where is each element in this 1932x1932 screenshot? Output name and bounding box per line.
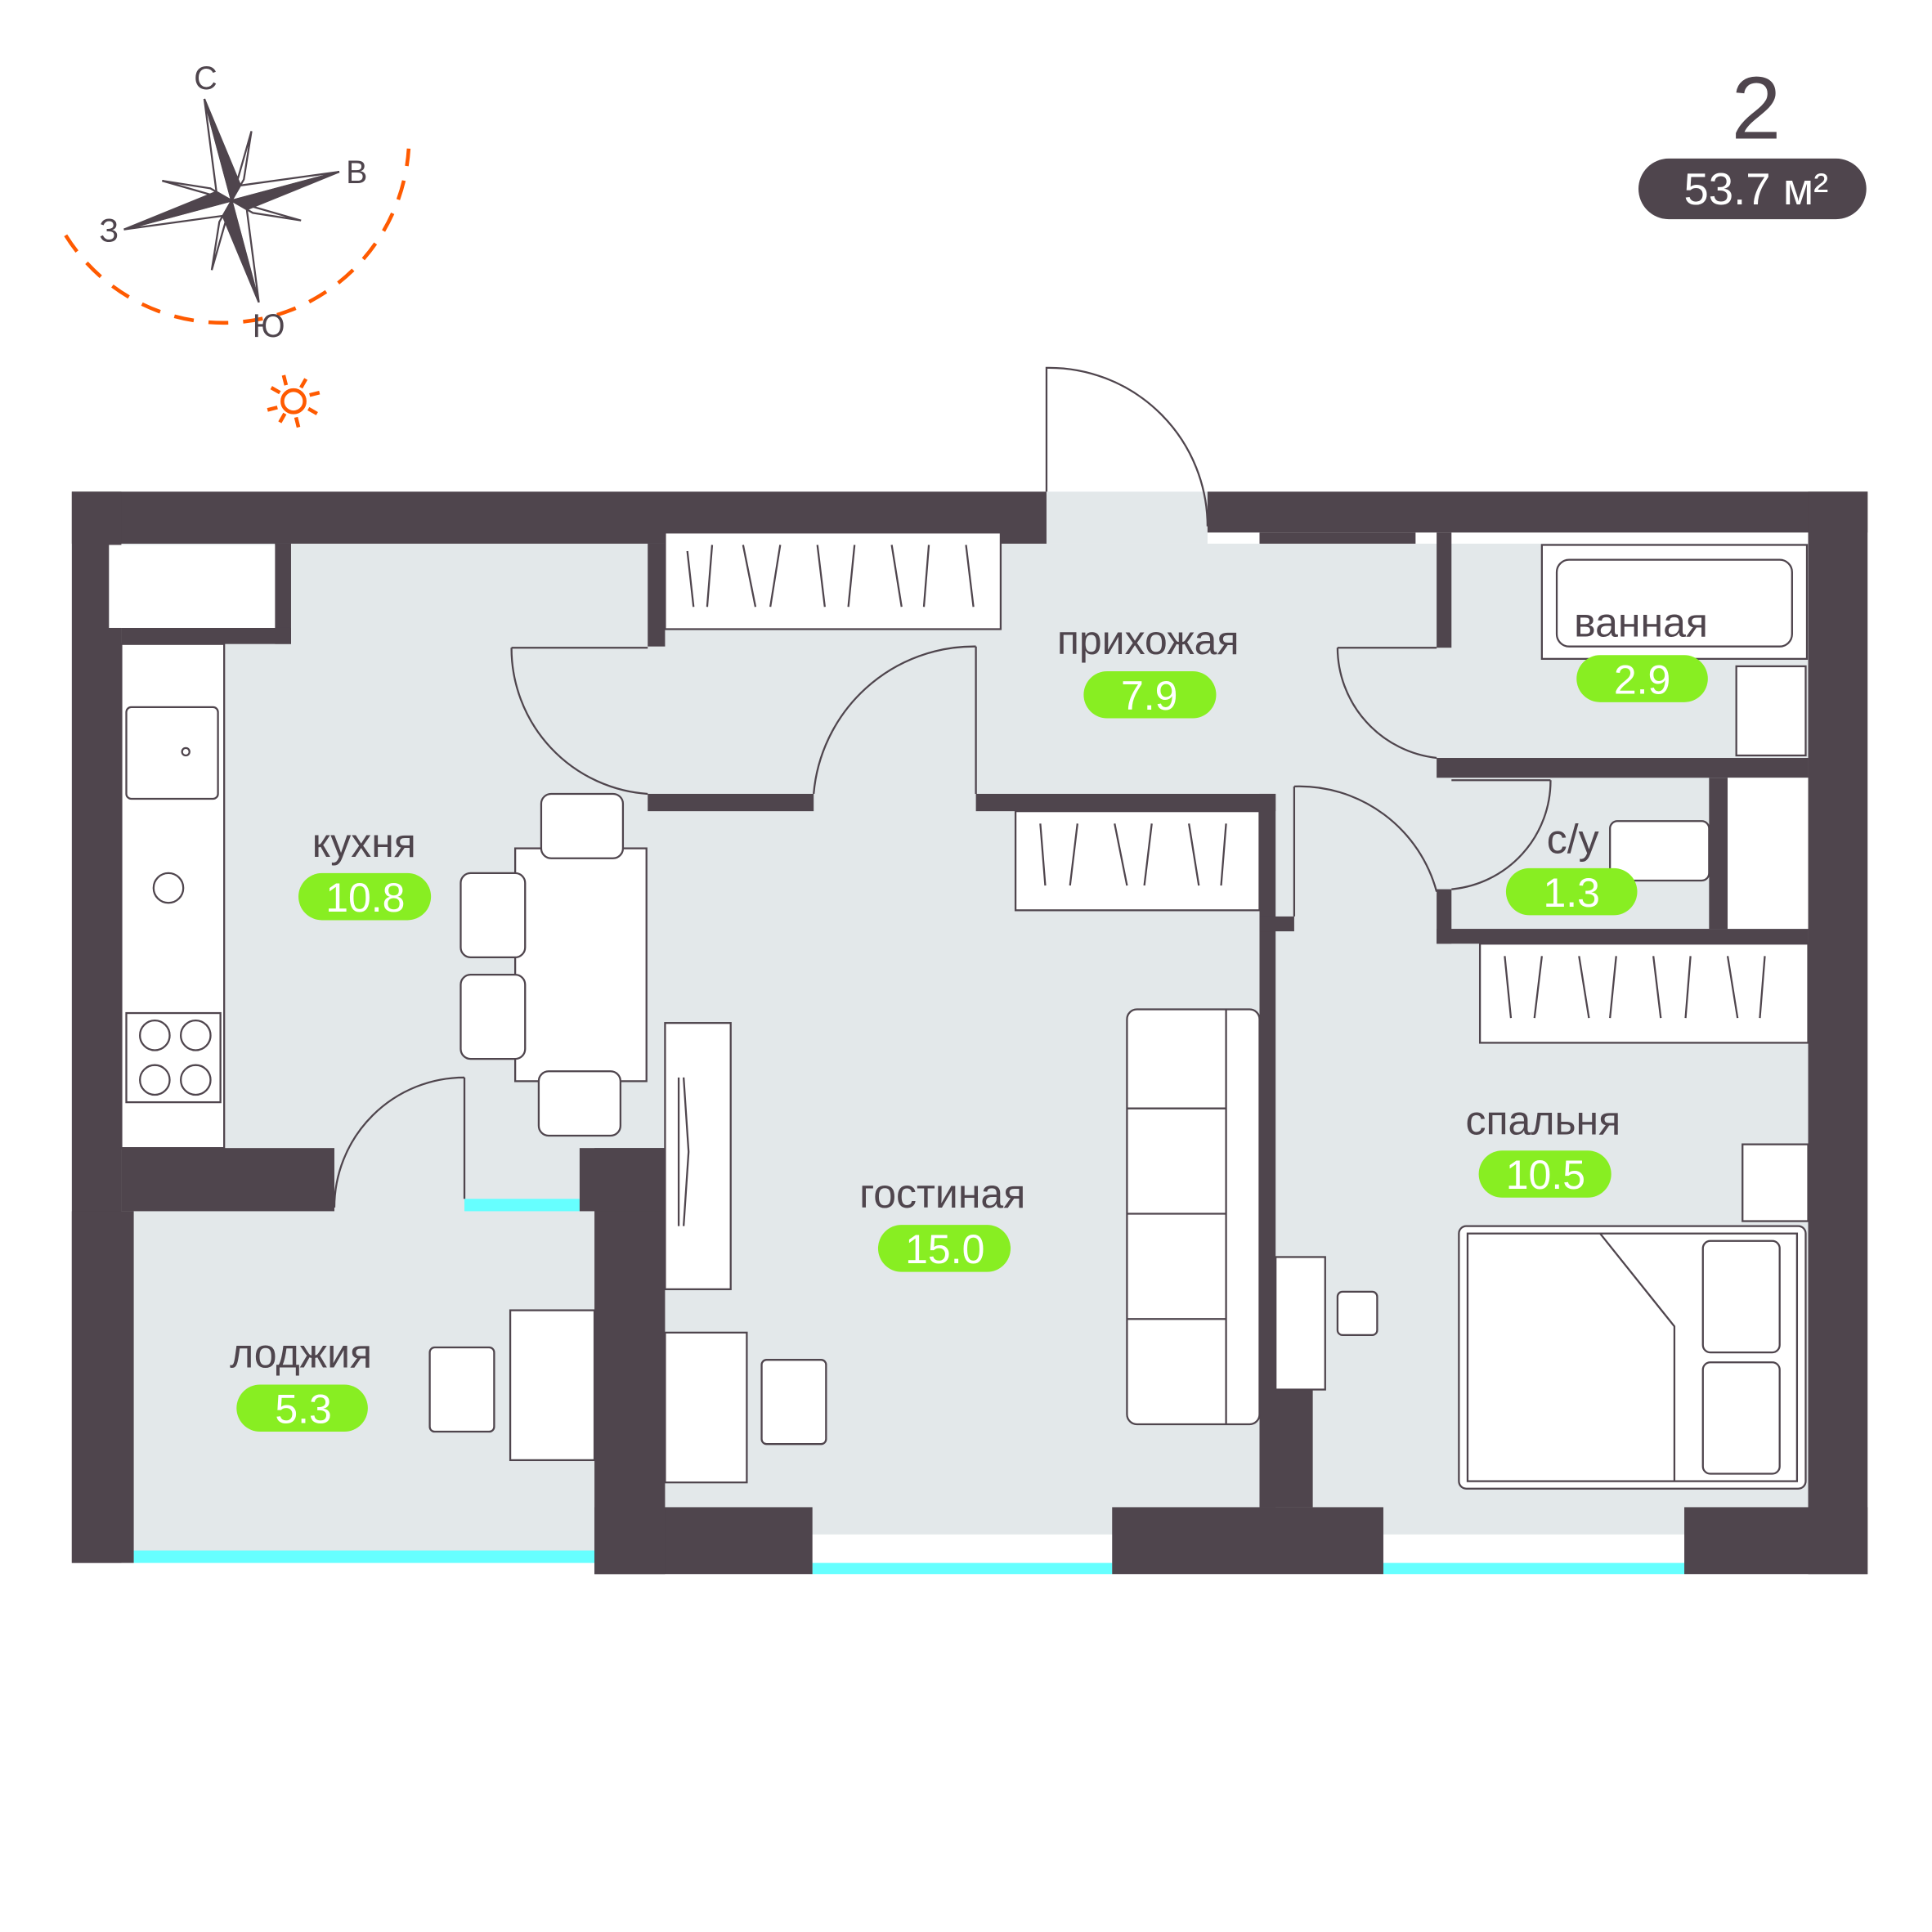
compass-west: З (99, 213, 119, 249)
pillow (1701, 1239, 1781, 1354)
rooms-count: 2 (1732, 59, 1782, 159)
room-bathroom: ванная 2.9 (1574, 600, 1708, 703)
living-door (813, 645, 977, 795)
office-chair (760, 1359, 827, 1446)
stove-icon (125, 1011, 222, 1104)
dining-table (513, 847, 648, 1083)
pillow (1701, 1361, 1781, 1475)
stool (1336, 1290, 1378, 1337)
nightstand (1741, 1143, 1809, 1222)
wardrobe-bedroom (1478, 943, 1809, 1044)
room-area: 15.0 (905, 1226, 984, 1272)
room-area: 10.8 (325, 875, 405, 921)
room-kitchen: кухня 10.8 (298, 820, 432, 921)
loggia-door (333, 1076, 466, 1208)
room-wc: с/у 1.3 (1505, 817, 1638, 916)
chair (537, 1070, 622, 1137)
entrance-door (1045, 366, 1209, 527)
sofa (1126, 1008, 1261, 1426)
bath-door (1336, 647, 1437, 760)
kitchen-door (510, 647, 648, 796)
room-area: 5.3 (275, 1386, 331, 1432)
bath-sink (1735, 665, 1807, 757)
window-bedroom (1383, 1562, 1685, 1575)
room-name: кухня (312, 820, 416, 866)
compass-rose-icon: С В Ю З (64, 61, 411, 428)
door-swings (333, 366, 1552, 1208)
chair (540, 792, 625, 859)
room-area: 7.9 (1121, 673, 1177, 719)
wardrobe-living (1014, 810, 1261, 912)
room-area: 1.3 (1543, 870, 1599, 916)
room-hallway: прихожая 7.9 (1057, 617, 1239, 719)
wc-door (1451, 779, 1552, 890)
compass-east: В (346, 155, 367, 191)
fridge-niche (109, 545, 276, 628)
window-living (812, 1562, 1113, 1575)
room-name: лоджия (230, 1330, 372, 1376)
total-area-badge (1638, 158, 1867, 220)
total-area: 53.7 м² (1683, 164, 1828, 214)
office-chair (428, 1346, 495, 1433)
room-bedroom: спальня 10.5 (1466, 1098, 1621, 1199)
wardrobe-hall (664, 531, 1002, 630)
sun-icon (267, 374, 321, 428)
room-area: 10.5 (1506, 1152, 1585, 1198)
sun-path-arc (64, 148, 411, 325)
room-name: спальня (1466, 1098, 1621, 1144)
bedroom-desk (1275, 1256, 1326, 1391)
bedroom-door (1293, 785, 1438, 917)
compass-south: Ю (253, 308, 285, 344)
desk-living (664, 1331, 748, 1484)
chair (459, 872, 527, 959)
room-living: гостиная 15.0 (859, 1171, 1025, 1272)
room-loggia: лоджия 5.3 (230, 1330, 372, 1432)
room-name: с/у (1547, 817, 1599, 863)
compass-north: С (194, 61, 217, 96)
desk-loggia (509, 1309, 596, 1462)
room-area: 2.9 (1614, 657, 1670, 702)
sink-icon (125, 706, 219, 800)
window-kitchen (464, 1199, 580, 1212)
room-name: ванная (1574, 600, 1708, 646)
shaft (1728, 778, 1809, 930)
walls (71, 491, 1868, 1575)
furniture (120, 531, 1809, 1490)
chair (459, 973, 527, 1060)
room-name: гостиная (859, 1171, 1025, 1217)
toilet (1609, 820, 1710, 882)
room-name: прихожая (1057, 617, 1239, 663)
kettle-icon (152, 872, 185, 904)
window-loggia (133, 1550, 595, 1563)
windows (133, 1199, 1685, 1575)
tv-stand (664, 1022, 732, 1290)
